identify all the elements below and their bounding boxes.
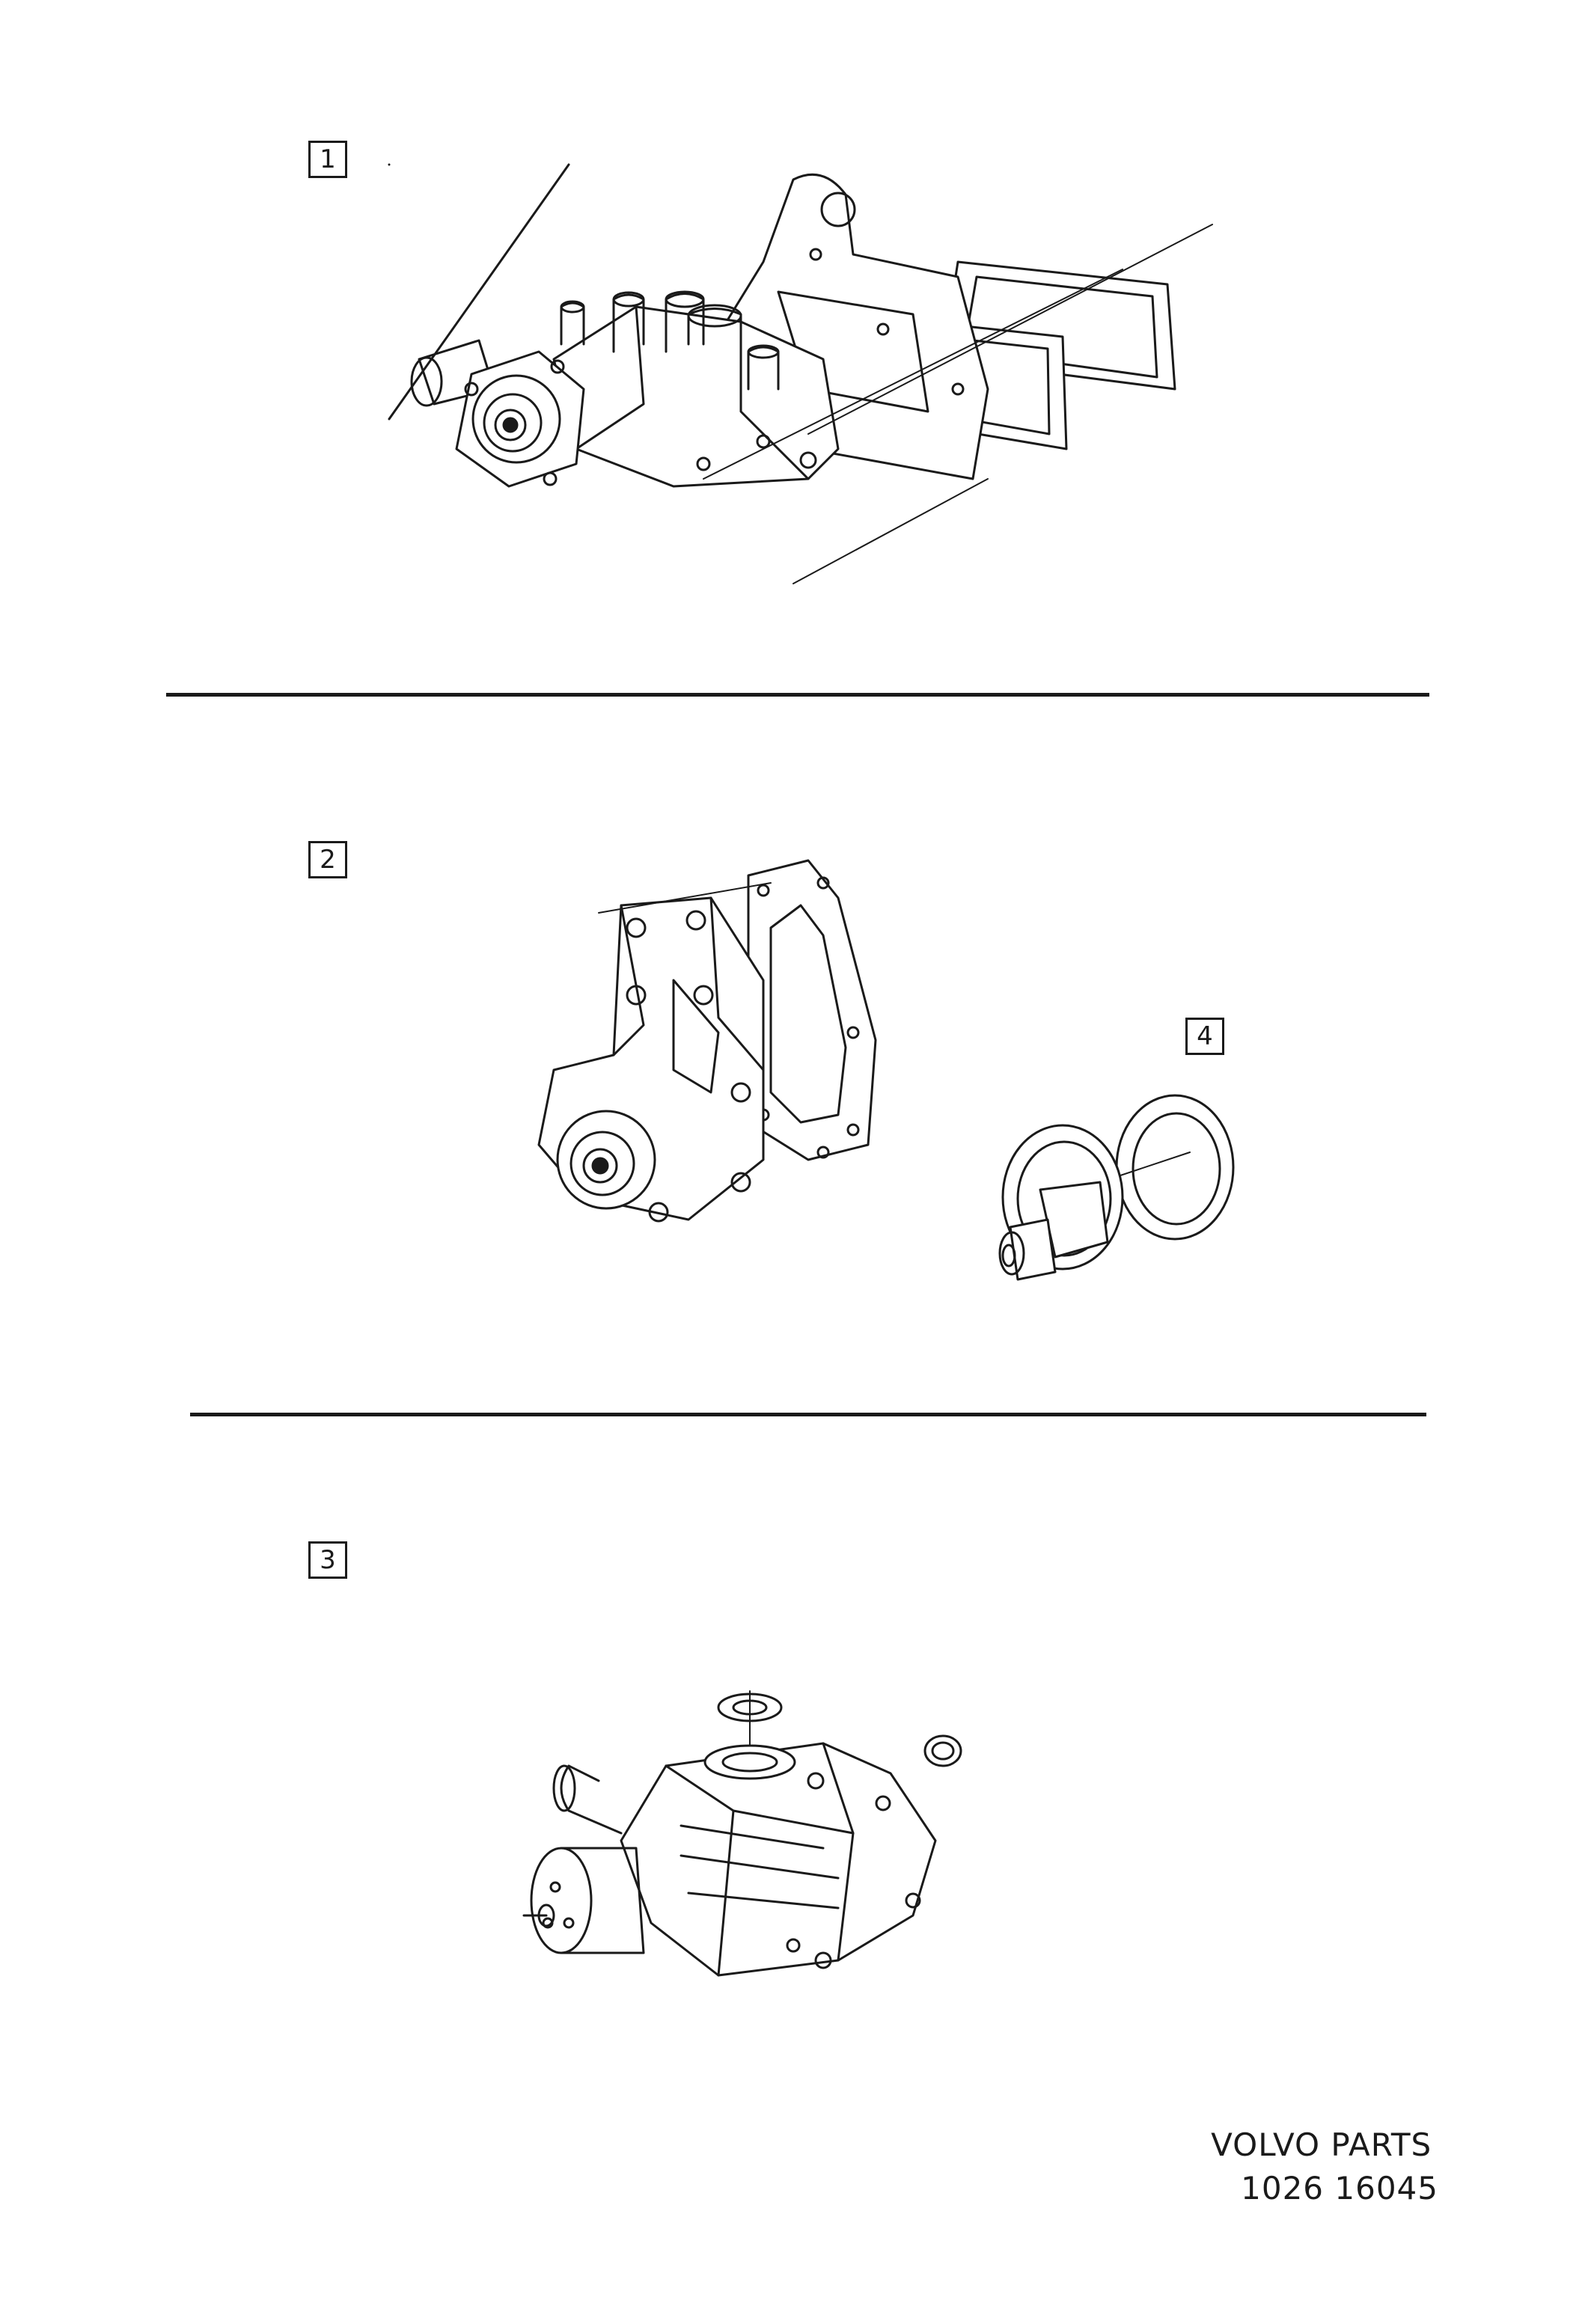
footer-brand: VOLVO PARTS [1211,2126,1432,2163]
section-divider-1 [166,693,1429,697]
water-pump-assembly-with-gaskets-illustration [389,165,1227,599]
water-pump-with-gasket-illustration [524,845,943,1235]
callout-2-label: 2 [320,845,336,875]
callout-3-label: 3 [320,1545,336,1575]
water-pump-with-seals-illustration [539,1676,988,1990]
callout-3: 3 [308,1541,347,1579]
document-footer: VOLVO PARTS 1026 16045 [1211,2123,1438,2210]
callout-1-label: 1 [320,144,336,174]
callout-4-label: 4 [1197,1021,1213,1051]
callout-4: 4 [1185,1018,1224,1055]
footer-code: 1026 16045 [1241,2170,1438,2207]
callout-1: 1 [308,141,347,178]
section-divider-2 [190,1413,1426,1416]
thermostat-and-seal-ring-illustration [965,1077,1250,1294]
callout-2: 2 [308,841,347,878]
